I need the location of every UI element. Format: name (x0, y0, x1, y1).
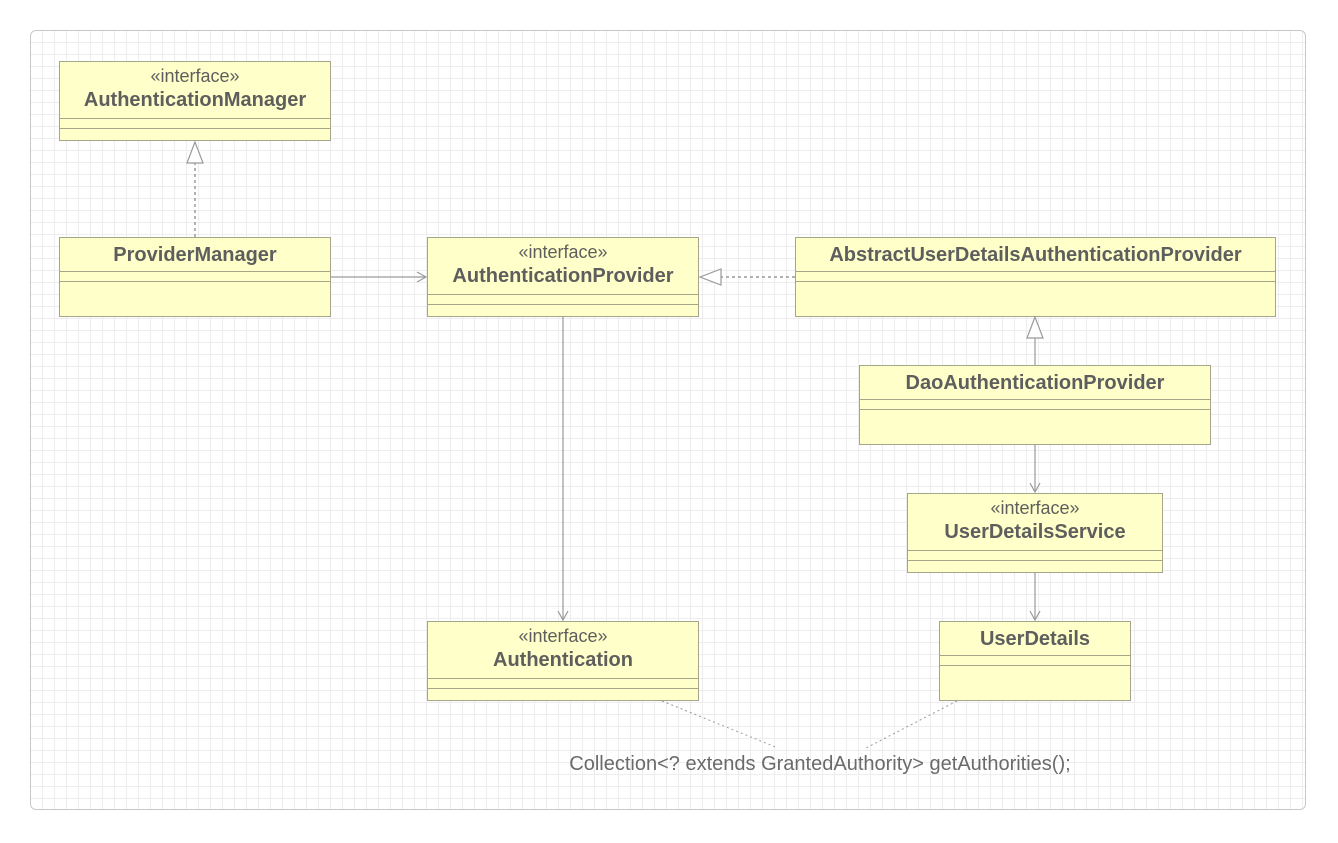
class-user-details-service[interactable]: «interface» UserDetailsService (907, 493, 1163, 573)
operations-divider (428, 304, 698, 305)
attributes-divider (428, 678, 698, 679)
operations-divider (428, 688, 698, 689)
class-name: UserDetails (979, 628, 1091, 650)
attributes-divider (60, 271, 330, 272)
operations-divider (796, 281, 1275, 282)
attributes-divider (796, 271, 1275, 272)
class-user-details[interactable]: UserDetails (939, 621, 1131, 701)
class-name: AbstractUserDetailsAuthenticationProvide… (829, 244, 1242, 266)
operations-divider (860, 409, 1210, 410)
class-abstract-user-details-authentication-provider[interactable]: AbstractUserDetailsAuthenticationProvide… (795, 237, 1276, 317)
stereotype-label: «interface» (150, 66, 240, 86)
class-name: UserDetailsService (944, 521, 1126, 543)
stereotype-label: «interface» (990, 498, 1080, 518)
attributes-divider (60, 118, 330, 119)
class-name: DaoAuthenticationProvider (905, 372, 1165, 394)
class-name: AuthenticationManager (83, 89, 307, 111)
attributes-divider (940, 655, 1130, 656)
operations-divider (908, 560, 1162, 561)
operations-divider (60, 128, 330, 129)
stereotype-label: «interface» (518, 626, 608, 646)
attributes-divider (908, 550, 1162, 551)
attributes-divider (428, 294, 698, 295)
class-name: AuthenticationProvider (452, 265, 674, 287)
class-name: Authentication (493, 649, 633, 671)
operations-divider (940, 665, 1130, 666)
stereotype-label: «interface» (518, 242, 608, 262)
class-name: ProviderManager (113, 244, 277, 266)
class-provider-manager[interactable]: ProviderManager (59, 237, 331, 317)
class-authentication-provider[interactable]: «interface» AuthenticationProvider (427, 237, 699, 317)
class-authentication[interactable]: «interface» Authentication (427, 621, 699, 701)
class-authentication-manager[interactable]: «interface» AuthenticationManager (59, 61, 331, 141)
note-text: Collection<? extends GrantedAuthority> g… (569, 753, 1071, 775)
attributes-divider (860, 399, 1210, 400)
class-dao-authentication-provider[interactable]: DaoAuthenticationProvider (859, 365, 1211, 445)
operations-divider (60, 281, 330, 282)
